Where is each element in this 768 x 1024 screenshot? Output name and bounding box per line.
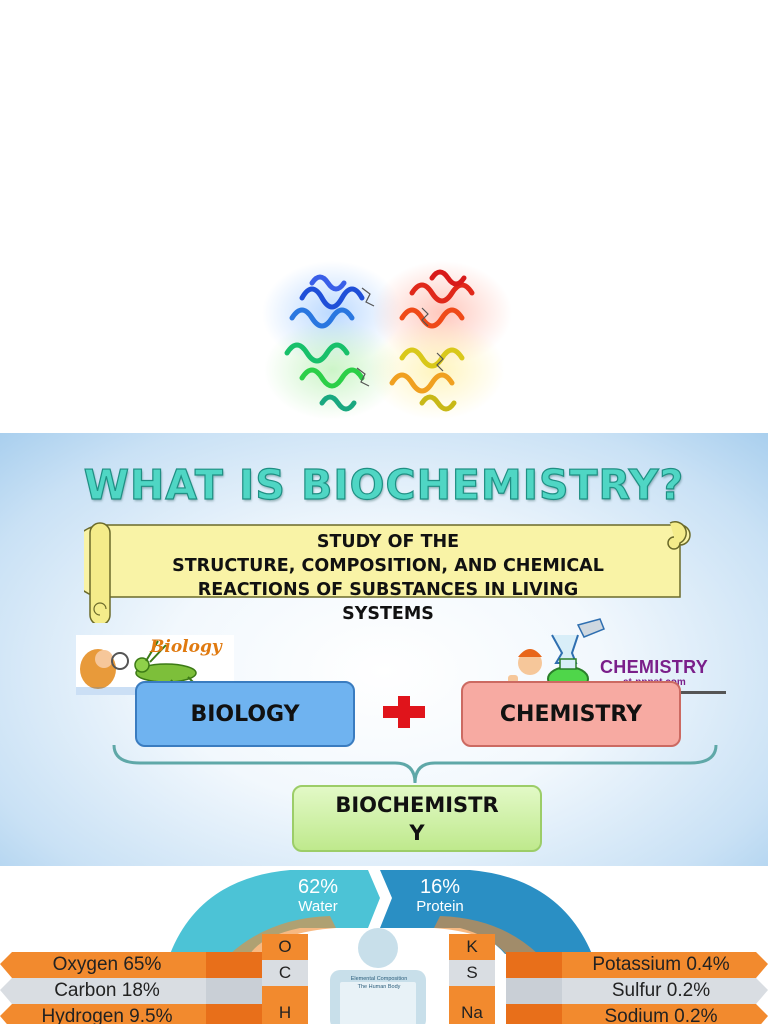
element-row-oxygen: Oxygen 65% (52, 954, 162, 975)
chemistry-clipart-word: CHEMISTRY (600, 657, 709, 677)
definition-line: SYSTEMS (342, 604, 434, 624)
element-row-sulfur: Sulfur 0.2% (611, 980, 711, 1001)
result-line-1: BIOCHEMISTR (335, 792, 499, 817)
element-row-sodium: Sodium 0.2% (604, 1006, 718, 1024)
chemistry-label: CHEMISTRY (499, 701, 643, 727)
elemental-composition-infographic: 62% Water 16% Protein Elemental Composit… (0, 866, 768, 1024)
chemistry-box: CHEMISTRY (461, 681, 681, 747)
symbol-oxygen: O (278, 937, 292, 956)
plus-icon (383, 696, 425, 728)
brace-connector (112, 744, 718, 784)
protein-percent: 16% (419, 876, 461, 898)
symbol-sulfur: S (466, 963, 478, 982)
symbol-sodium: Na (461, 1003, 483, 1022)
element-row-hydrogen: Hydrogen 9.5% (41, 1006, 173, 1024)
element-row-potassium: Potassium 0.4% (592, 954, 730, 975)
body-head-icon (358, 928, 398, 968)
biochemistry-result-box: BIOCHEMISTR Y (292, 785, 542, 852)
symbol-carbon: C (278, 963, 292, 982)
card-subtitle: The Human Body (357, 984, 401, 990)
water-label: 62% Water (276, 876, 360, 915)
result-line-2: Y (409, 820, 425, 845)
symbol-potassium: K (466, 937, 478, 956)
biology-box: BIOLOGY (135, 681, 355, 747)
definition-line: STRUCTURE, COMPOSITION, AND CHEMICAL (172, 556, 604, 576)
slide-title: WHAT IS BIOCHEMISTRY? (83, 460, 685, 509)
definition-text: STUDY OF THE STRUCTURE, COMPOSITION, AND… (108, 530, 668, 626)
biology-label: BIOLOGY (190, 701, 300, 727)
element-row-carbon: Carbon 18% (54, 980, 160, 1001)
water-name: Water (298, 898, 338, 915)
scroll-banner (84, 521, 691, 623)
water-percent: 62% (297, 876, 339, 898)
definition-line: REACTIONS OF SUBSTANCES IN LIVING (197, 580, 579, 600)
symbol-hydrogen: H (278, 1003, 292, 1022)
protein-structure-image (262, 261, 512, 420)
protein-label: 16% Protein (398, 876, 482, 915)
definition-line: STUDY OF THE (316, 532, 460, 552)
biology-clipart-word: Biology (150, 637, 222, 657)
protein-name: Protein (416, 898, 464, 915)
card-title: Elemental Composition (350, 976, 408, 982)
composition-arc (0, 870, 768, 1024)
biochemistry-slide: WHAT IS BIOCHEMISTRY? STUDY OF THE STRUC… (0, 433, 768, 866)
